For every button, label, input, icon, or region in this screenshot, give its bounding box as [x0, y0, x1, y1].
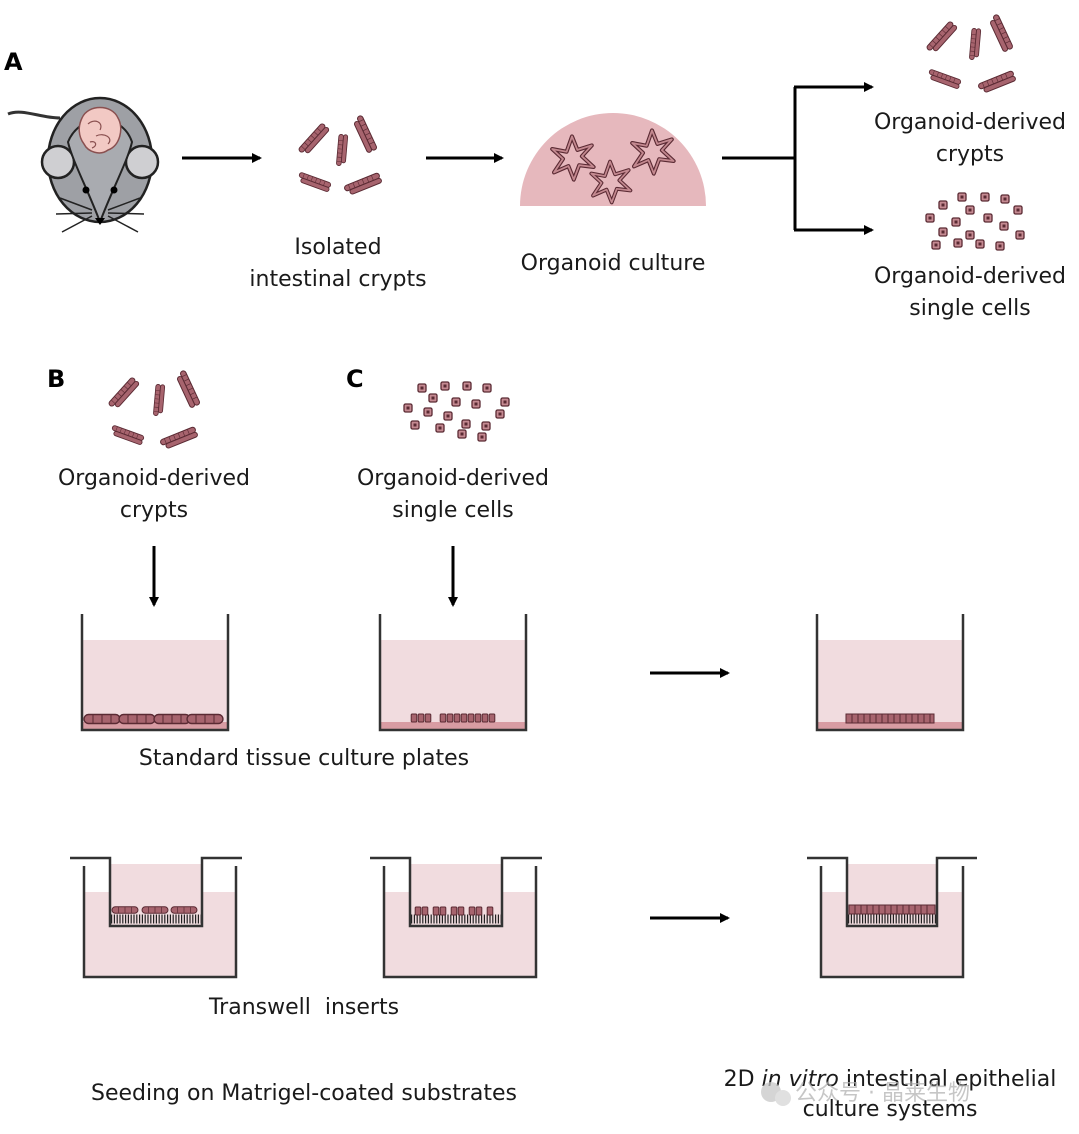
label-result-line1: 2D in vitro intestinal epithelial — [724, 1067, 1057, 1092]
result-suffix: intestinal epithelial — [839, 1067, 1056, 1092]
plate-standard-crypts — [80, 614, 230, 732]
plate-standard-monolayer — [815, 614, 965, 732]
label-od-cells-line1: Organoid-derived — [874, 264, 1066, 289]
label-isolated-line1: Isolated — [294, 235, 381, 260]
label-result-line2: culture systems — [803, 1097, 978, 1122]
label-c-cells-line2: single cells — [392, 498, 513, 523]
panel-label-a: A — [4, 48, 23, 76]
result-prefix: 2D — [724, 1067, 762, 1092]
label-b-crypts-line2: crypts — [120, 498, 188, 523]
transwell-crypts — [70, 856, 242, 979]
transwell-monolayer — [807, 856, 977, 979]
label-transwell: Transwell inserts — [208, 995, 399, 1020]
label-isolated-line2: intestinal crypts — [249, 267, 426, 292]
label-standard-plates: Standard tissue culture plates — [139, 746, 469, 771]
od-crypts-cluster-a — [925, 13, 1017, 95]
od-crypts-cluster-b — [107, 369, 201, 451]
panel-label-b: B — [47, 365, 65, 393]
od-cells-cluster-a — [925, 192, 1025, 251]
label-od-cells-line2: single cells — [909, 296, 1030, 321]
transwell-cells — [370, 856, 542, 979]
label-b-crypts-line1: Organoid-derived — [58, 466, 250, 491]
label-organoid-culture: Organoid culture — [521, 251, 706, 276]
label-seeding: Seeding on Matrigel-coated substrates — [91, 1081, 517, 1106]
od-cells-cluster-c — [403, 381, 510, 442]
isolated-crypts-cluster — [296, 114, 383, 197]
brain-icon — [78, 106, 122, 154]
label-od-crypts-line1: Organoid-derived — [874, 110, 1066, 135]
label-c-cells-line1: Organoid-derived — [357, 466, 549, 491]
label-od-crypts-line2: crypts — [936, 142, 1004, 167]
watermark: 公众号 · 晶莱生物 — [761, 1081, 970, 1106]
watermark-text: 公众号 · 晶莱生物 — [795, 1081, 970, 1106]
organoid-dome — [520, 113, 706, 206]
panel-label-c: C — [346, 365, 364, 393]
plate-standard-cells — [378, 614, 528, 732]
mouse-illustration — [7, 96, 160, 233]
